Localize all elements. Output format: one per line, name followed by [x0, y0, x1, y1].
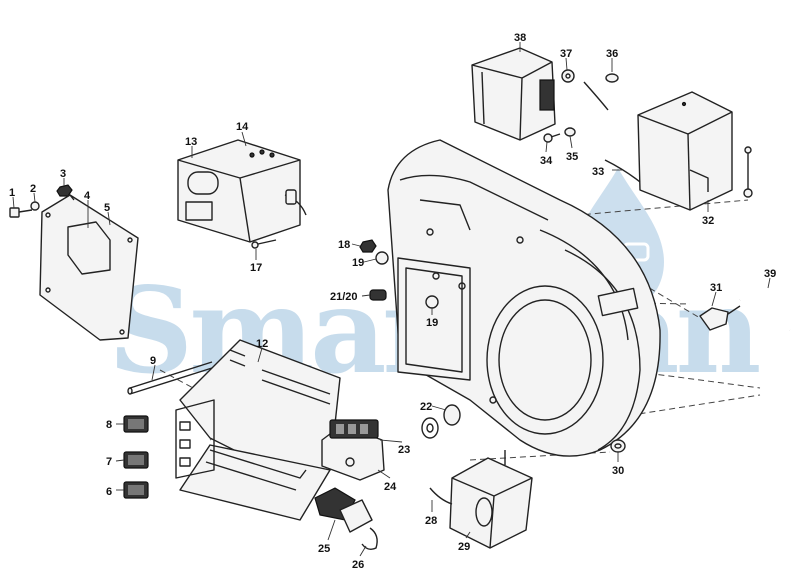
label-part-19-bottom: 19	[426, 317, 438, 329]
label-part-7: 7	[106, 456, 112, 468]
washer-part-2	[30, 201, 40, 211]
cable-part-33	[604, 159, 641, 183]
screw-part-34	[543, 133, 561, 143]
hose-part-39	[739, 287, 792, 331]
clip-part-26	[361, 527, 378, 551]
label-part-30: 30	[612, 465, 624, 477]
label-part-32: 32	[702, 215, 714, 227]
label-part-5: 5	[104, 202, 110, 214]
screw-part-1	[9, 207, 33, 218]
label-part-17: 17	[250, 262, 262, 274]
label-part-9: 9	[150, 355, 156, 367]
ignition-box-part-32	[637, 91, 733, 211]
label-part-18: 18	[338, 239, 350, 251]
control-box-part-13	[177, 139, 307, 243]
label-part-13: 13	[185, 136, 197, 148]
label-part-23: 23	[398, 444, 410, 456]
label-part-2: 2	[30, 183, 36, 195]
terminal-block-part-24	[321, 419, 385, 481]
washer-part-36	[583, 73, 619, 111]
label-part-8: 8	[106, 419, 112, 431]
electrode-part-32-bolt	[743, 146, 753, 198]
switch-part-7	[123, 451, 149, 469]
label-part-26: 26	[352, 559, 364, 571]
nut-part-30	[610, 439, 626, 453]
label-part-21-20: 21/20	[330, 291, 358, 303]
label-part-36: 36	[606, 48, 618, 60]
fitting-part-31	[699, 305, 741, 331]
switch-part-6	[123, 481, 149, 499]
label-plate-part-4	[67, 221, 111, 275]
cable-part-28	[429, 487, 453, 505]
nut-part-18	[359, 239, 377, 253]
burner-housing	[387, 139, 661, 457]
label-part-31: 31	[710, 282, 722, 294]
label-part-22: 22	[420, 401, 432, 413]
leader-lines	[12, 42, 771, 557]
transformer-part-38	[471, 47, 556, 141]
label-part-29: 29	[458, 541, 470, 553]
connector-part-25	[314, 487, 373, 533]
photocell-box-part-29	[449, 450, 533, 549]
rod-part-9	[127, 361, 213, 395]
label-part-24: 24	[384, 481, 397, 493]
plug-part-19-top	[375, 251, 389, 265]
washer-part-35	[564, 127, 576, 137]
label-part-4: 4	[84, 190, 91, 202]
nozzle-part-22	[421, 404, 461, 439]
label-part-1: 1	[9, 187, 15, 199]
part-labels: 1 2 3 4 5 6 7 8 9 12 13 14 17 18 19 19 2…	[9, 32, 776, 571]
label-part-38: 38	[514, 32, 526, 44]
mounting-plate-part-12	[175, 339, 341, 521]
screw-part-37	[561, 69, 575, 83]
plug-part-19-bottom	[425, 295, 439, 309]
label-part-28: 28	[425, 515, 437, 527]
switch-part-8	[123, 415, 149, 433]
label-part-12: 12	[256, 338, 268, 350]
spring-part-21-20	[369, 289, 387, 301]
label-part-37: 37	[560, 48, 572, 60]
label-part-3: 3	[60, 168, 66, 180]
screw-part-17	[251, 239, 277, 249]
label-part-33: 33	[592, 166, 604, 178]
label-part-35: 35	[566, 151, 578, 163]
label-part-25: 25	[318, 543, 330, 555]
label-part-6: 6	[106, 486, 112, 498]
label-part-19-top: 19	[352, 257, 364, 269]
label-part-34: 34	[540, 155, 553, 167]
label-part-39: 39	[764, 268, 776, 280]
label-part-14: 14	[236, 121, 249, 133]
